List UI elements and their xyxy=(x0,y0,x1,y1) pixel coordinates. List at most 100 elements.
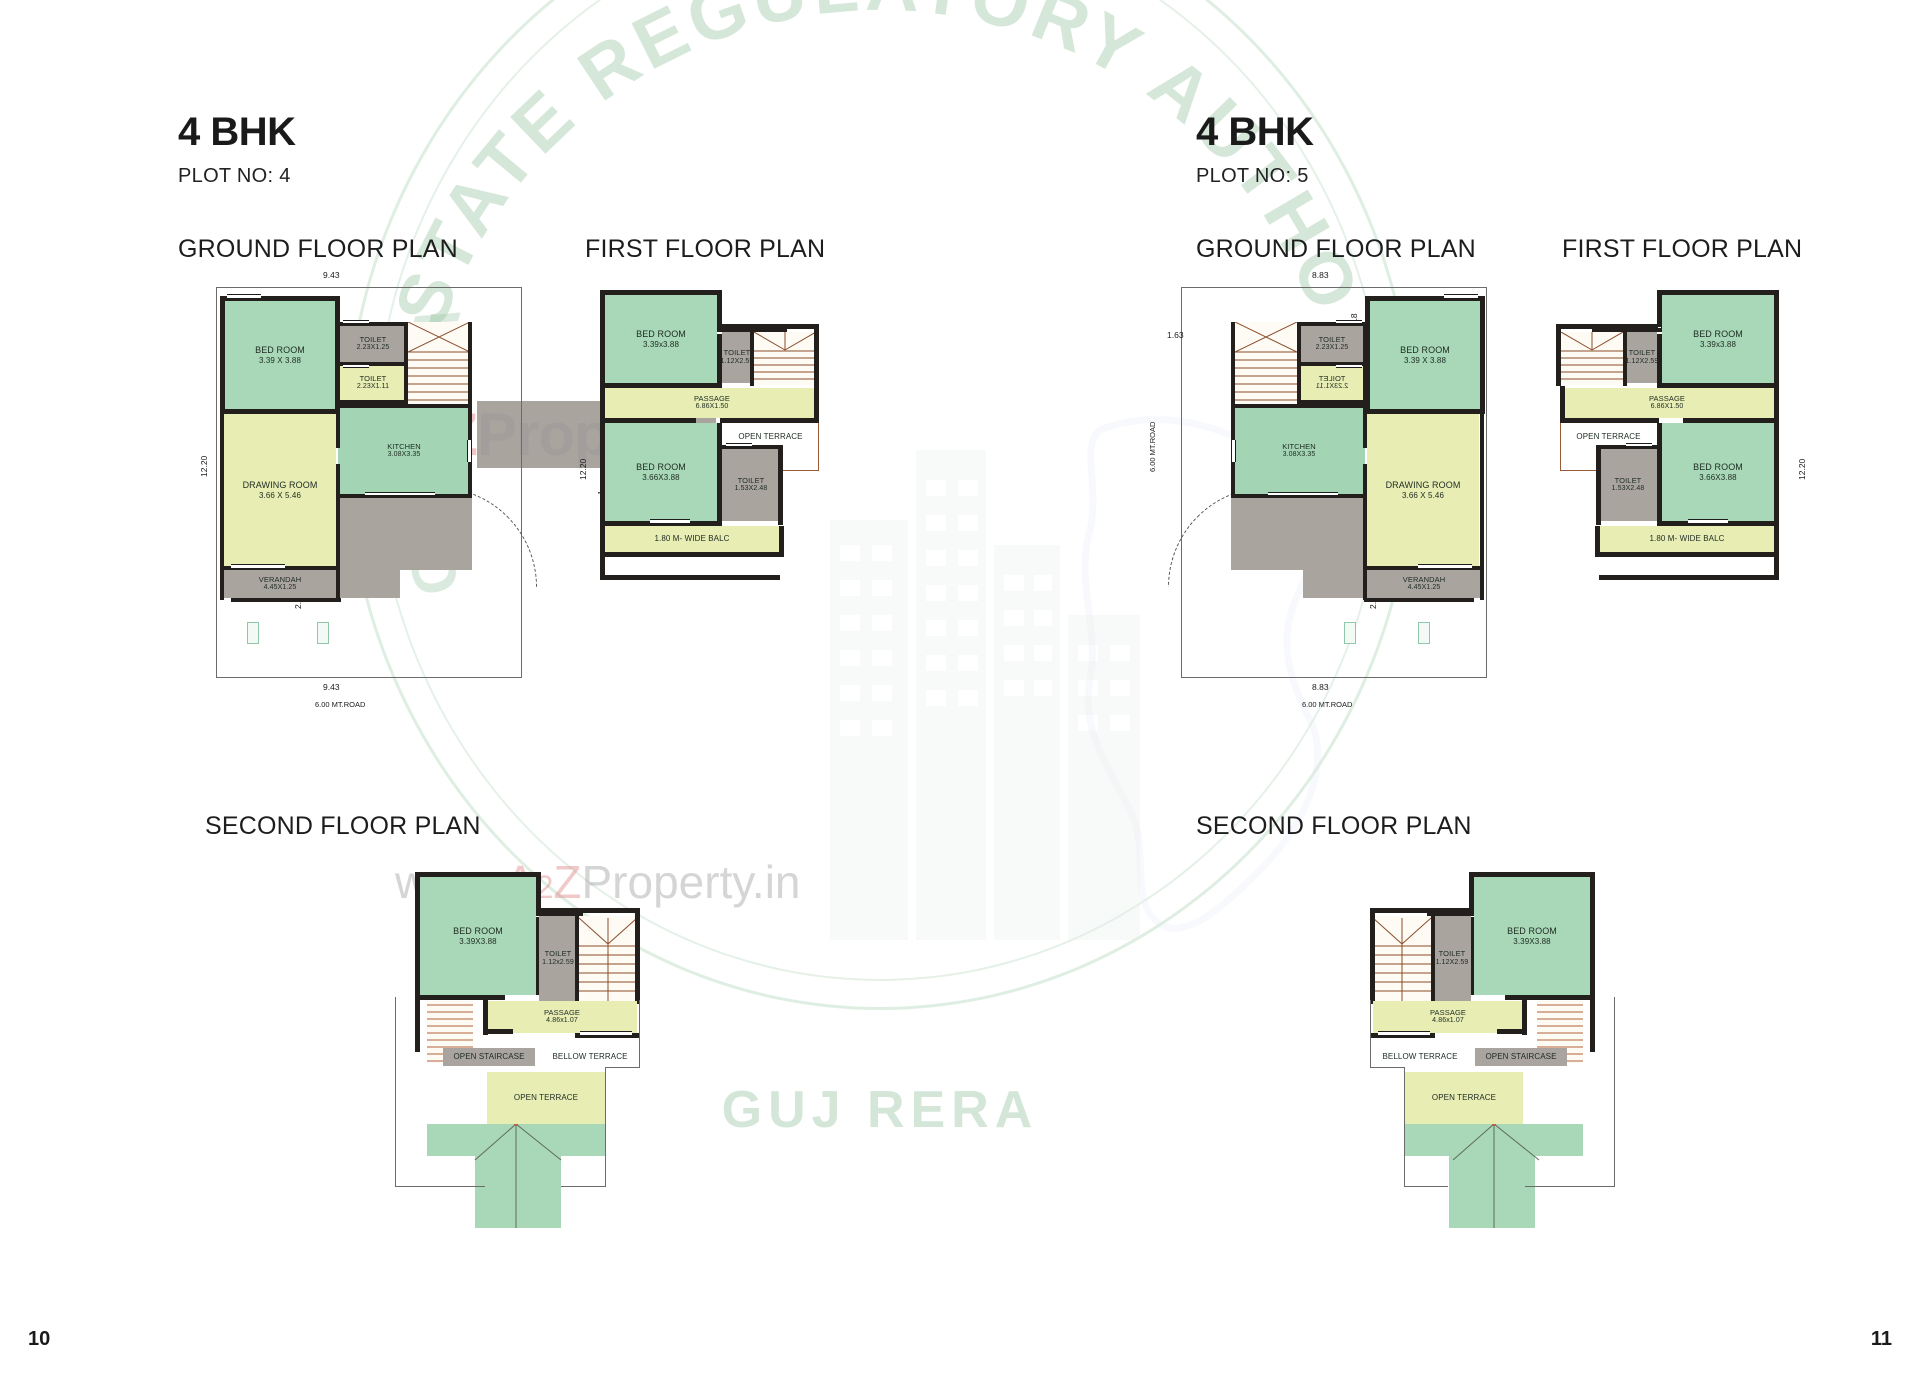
wall-kitchen-top xyxy=(1231,404,1367,408)
wall-ff-left xyxy=(600,290,605,580)
room-bed-room-sf: BED ROOM 3.39X3.88 xyxy=(1474,877,1590,995)
room-dims: 2.23X1.11 xyxy=(356,383,390,391)
window-ff-toilet2 xyxy=(1626,443,1652,447)
sf-outline-bottom-b xyxy=(1404,1186,1448,1187)
room-toilet-ff-top: TOILET 1.12X2.59 xyxy=(1627,332,1657,383)
room-verandah-gf: VERANDAH 4.45X1.25 xyxy=(1364,570,1484,598)
room-bed-room-gf: BED ROOM 3.39 X 3.88 xyxy=(1370,301,1480,409)
room-dims: 2.23X1.11 xyxy=(1315,383,1349,391)
plot-boundary-top xyxy=(1181,287,1487,288)
room-name: PASSAGE xyxy=(1430,1007,1466,1017)
room-name: KITCHEN xyxy=(1282,441,1316,451)
wall-ff-balcony-right xyxy=(779,526,784,557)
wall-ff-toilet2-right xyxy=(778,445,783,525)
window-toilet-2 xyxy=(1336,364,1362,368)
room-drawing-room-gf: DRAWING ROOM 3.66 X 5.46 xyxy=(224,414,336,566)
wall-ff-bedroom2-right xyxy=(717,423,722,521)
room-dims: 3.39X3.88 xyxy=(459,936,497,946)
room-name: TOILET xyxy=(737,475,765,485)
room-bellow-terrace-sf: BELLOW TERRACE xyxy=(1370,1048,1470,1066)
wall-ff-bottom xyxy=(600,575,780,580)
plan-title-ground-plot-5: GROUND FLOOR PLAN xyxy=(1196,235,1476,263)
wall-ff-balcony-left xyxy=(1595,526,1600,557)
roof-hip-sf xyxy=(475,1156,561,1228)
room-kitchen-gf: KITCHEN 3.08X3.35 xyxy=(338,408,470,494)
sf-outline-bottom-a xyxy=(1525,1186,1615,1187)
sf-outline-step xyxy=(605,1067,640,1068)
room-toilet-2-gf: TOILET 2.23X1.11 xyxy=(340,366,406,400)
room-dims: 3.66 X 5.46 xyxy=(1401,490,1445,500)
wall-ff-toilet-left xyxy=(1623,328,1627,386)
room-name: BED ROOM xyxy=(453,926,503,937)
dim-bottom-width: 8.83 xyxy=(1312,682,1329,692)
gate-marker-left xyxy=(1344,622,1356,644)
room-dims: 6.86X1.50 xyxy=(695,403,729,411)
room-dims: 3.39 X 3.88 xyxy=(258,355,302,365)
window-kitchen xyxy=(365,492,435,496)
seal-center-text: GUJ RERA xyxy=(721,1081,1039,1139)
sf-outline-step xyxy=(1370,1067,1405,1068)
plot-boundary-top xyxy=(216,287,522,288)
window-ff-bedroom2 xyxy=(650,519,690,524)
wall-verandah-right xyxy=(1480,570,1484,600)
staircase-gf xyxy=(1235,322,1297,404)
wall-sf-right xyxy=(1590,872,1595,1052)
floorplan-ground-plot-4: 9.43 1.18 2.23 12.20 4.51 2.40 9.43 6.00… xyxy=(199,270,579,729)
plot-boundary-bottom xyxy=(1181,677,1487,678)
room-dims: 1.12X2.59 xyxy=(1627,357,1657,365)
window-bedroom xyxy=(1444,294,1478,299)
window-drawing xyxy=(231,564,285,569)
room-dims: 4.86x1.07 xyxy=(1432,1017,1464,1025)
wall-ff-toilet2-left xyxy=(1596,445,1601,525)
sf-outline-right xyxy=(1614,997,1615,1187)
room-open-staircase-sf: OPEN STAIRCASE xyxy=(1475,1048,1567,1066)
plot-boundary-left xyxy=(216,287,217,677)
dim-left-offset: 1.63 xyxy=(1167,330,1184,340)
wall-kitchen-left-b xyxy=(336,464,340,498)
plot-boundary-left xyxy=(1181,287,1182,677)
room-bed-room-ff-bottom: BED ROOM 3.66X3.88 xyxy=(605,423,717,521)
wall-ff-stair-left xyxy=(1556,328,1561,386)
stair-direction-icon xyxy=(1561,332,1623,380)
staircase-sf-inner xyxy=(579,916,637,1001)
wall-sf-bedroom-right-b xyxy=(536,917,541,995)
room-bed-room-sf: BED ROOM 3.39X3.88 xyxy=(420,877,536,995)
room-name: VERANDAH xyxy=(258,574,302,584)
wall-court-right xyxy=(1363,498,1367,600)
wall-sf-bedroom-bottom xyxy=(415,995,505,1000)
room-name: OPEN TERRACE xyxy=(513,1093,579,1103)
wall-sf-passage-bottom-a xyxy=(1497,1029,1523,1034)
wall-sf-left xyxy=(415,872,420,1052)
room-name: TOILET xyxy=(359,334,387,344)
wall-kitchen-right-b xyxy=(1363,464,1367,498)
room-name: TOILET xyxy=(1318,334,1346,344)
wall-bedroom-top xyxy=(220,296,338,301)
room-name: TOILET xyxy=(1628,348,1656,358)
wall-verandah-bottom xyxy=(1364,598,1474,602)
sf-outline-left-top xyxy=(1370,1000,1371,1068)
wall-sf-toilet-top xyxy=(536,912,583,916)
wall-sf-passage-right xyxy=(1522,997,1527,1035)
sf-outline-left xyxy=(1404,1067,1405,1187)
window-toilet-2 xyxy=(343,364,369,368)
wall-sf-stair-left xyxy=(1370,912,1375,1004)
wall-ff-bedroom-right-a xyxy=(717,290,722,328)
page-number-left: 10 xyxy=(28,1328,51,1350)
room-name: TOILET xyxy=(723,348,751,358)
wall-sf-stair-top xyxy=(1370,908,1474,913)
room-name: DRAWING ROOM xyxy=(242,480,318,491)
wall-toilet1-top xyxy=(338,322,408,326)
room-dims: 1.12X2.59 xyxy=(1435,958,1469,966)
floorplan-first-plot-5: 12.20 BED ROOM 3.39x3.88 TOILET 1.12X2.5… xyxy=(1556,290,1807,620)
room-bed-room-gf: BED ROOM 3.39 X 3.88 xyxy=(225,301,335,409)
window-sf-passage xyxy=(1378,1031,1430,1036)
window-kitchen-side xyxy=(467,440,472,462)
sf-outline-right-top xyxy=(639,1000,640,1068)
window-kitchen-side xyxy=(1231,440,1236,462)
wall-toilet1-bottom xyxy=(1297,362,1367,366)
window-ff-bedroom2 xyxy=(1688,519,1728,524)
unit-title-plot-4: 4 BHK xyxy=(178,110,296,154)
floorplan-second-plot-5: BED ROOM 3.39X3.88 TOILET 1.12X2.59 xyxy=(1370,872,1620,1302)
room-dims: 3.66X3.88 xyxy=(1699,472,1737,482)
wall-drawing-right xyxy=(1480,409,1484,569)
